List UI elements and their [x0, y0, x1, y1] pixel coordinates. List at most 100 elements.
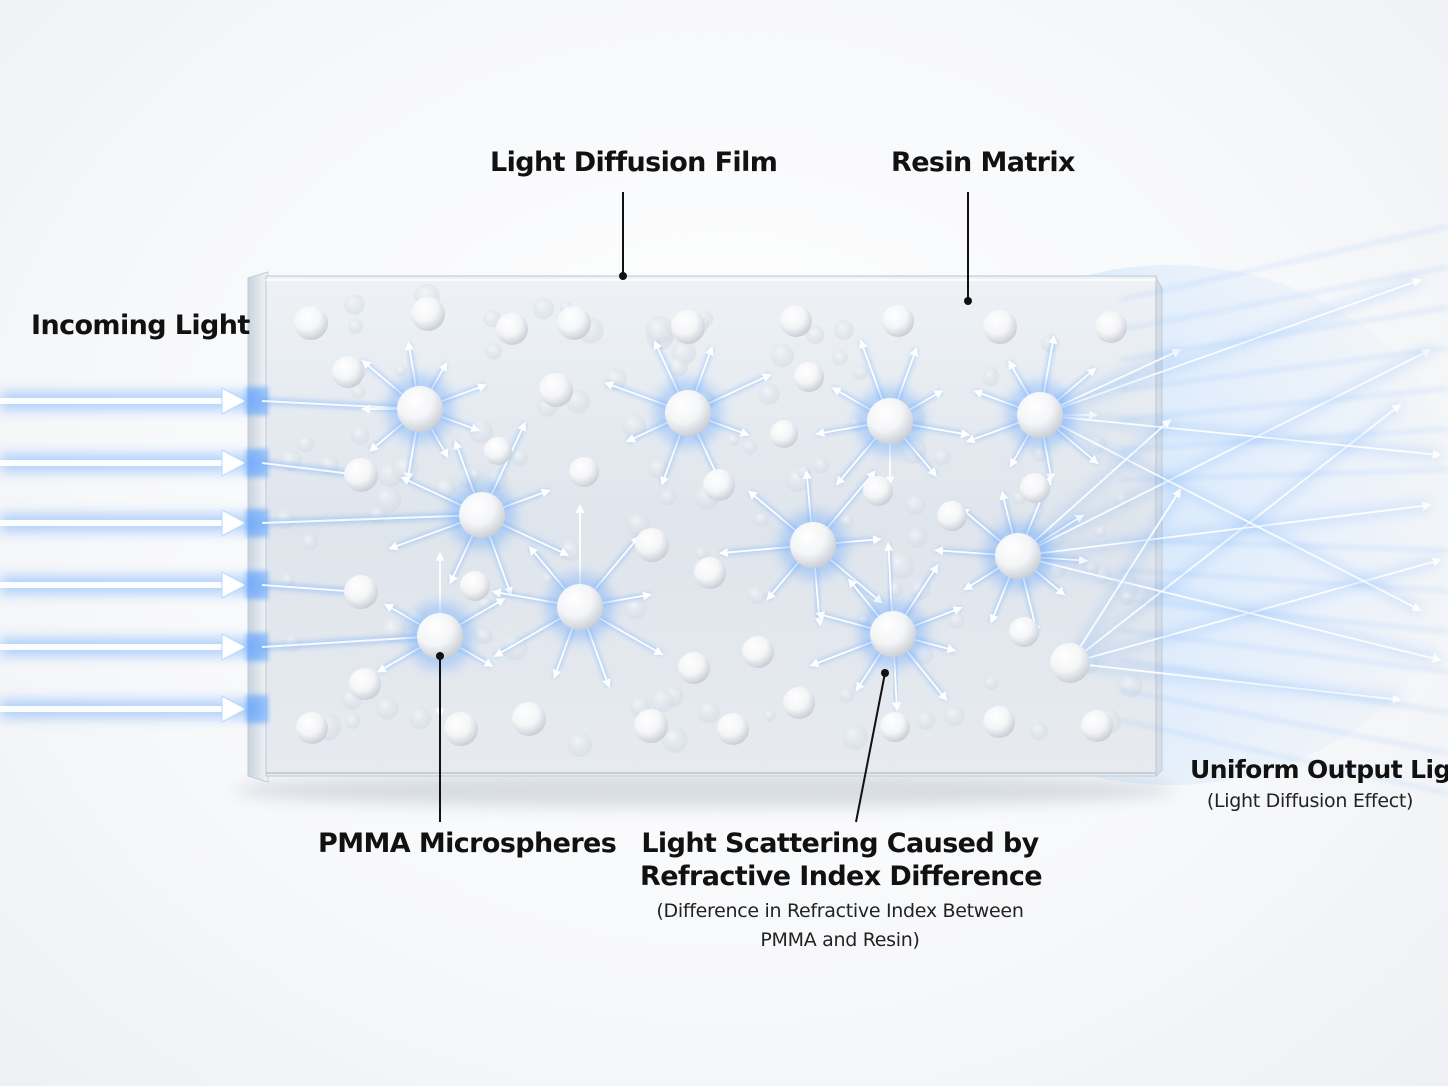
output-haze-ray [1119, 306, 1448, 362]
pmma-microsphere [937, 501, 967, 531]
output-ray [1039, 414, 1442, 459]
output-haze-ray [1119, 427, 1448, 452]
background-microsphere [886, 551, 915, 580]
background-microsphere [474, 626, 492, 644]
output-title: Uniform Output Light [1190, 755, 1448, 784]
background-microsphere [812, 457, 830, 474]
output-ray [1039, 278, 1422, 416]
output-note: (Light Diffusion Effect) [1206, 790, 1414, 812]
pmma-microsphere [742, 636, 774, 668]
beam-core [0, 398, 226, 404]
background-microsphere [344, 294, 365, 315]
background-microsphere [841, 723, 868, 750]
scattering-note-line2: PMMA and Resin) [760, 929, 920, 951]
output-haze-ray [1119, 346, 1448, 392]
output-haze-ray [1119, 468, 1448, 482]
pmma-microsphere [770, 420, 798, 448]
background-microsphere [661, 726, 688, 753]
output-haze-ray [1119, 598, 1448, 633]
background-microsphere [916, 710, 936, 730]
pmma-microsphere [780, 305, 812, 337]
beam-arrowhead [221, 509, 248, 537]
background-microsphere [468, 468, 481, 481]
internal-ray [261, 514, 483, 524]
background-microsphere [758, 383, 780, 405]
beam-arrowhead [221, 387, 248, 415]
beam-core [0, 520, 226, 526]
pmma-microsphere [294, 306, 328, 340]
pmma-microsphere [344, 575, 378, 609]
background-microsphere [983, 675, 999, 691]
pmma-microsphere [635, 528, 669, 562]
beam-entry-glow [246, 695, 268, 723]
pmma-microsphere [332, 356, 364, 388]
background-microsphere [1119, 590, 1135, 606]
scatter-center-microsphere [790, 522, 836, 568]
background-microsphere [832, 349, 848, 366]
background-microsphere [833, 320, 854, 341]
background-microsphere [668, 357, 689, 377]
background-microsphere [347, 318, 363, 334]
pmma-microspheres [294, 297, 1127, 746]
background-microsphere [375, 697, 399, 720]
scatter-center-microsphere [397, 386, 443, 432]
pmma-microsphere [512, 702, 546, 736]
beam-core [0, 460, 226, 466]
pmma-microsphere [694, 557, 726, 589]
pmma-microspheres-label: PMMA Microspheres [318, 828, 617, 859]
output-haze-ray [1119, 265, 1448, 332]
scattering-note-line1: (Difference in Refractive Index Between [656, 900, 1024, 922]
background-microsphere [933, 447, 951, 466]
pmma-microsphere [671, 310, 705, 344]
pmma-microsphere [983, 310, 1017, 344]
background-microsphere [904, 494, 926, 516]
scatter-center-microsphere [459, 492, 505, 538]
background-microsphere [626, 512, 650, 536]
background-microsphere [660, 488, 677, 506]
scatter-center-microsphere [870, 611, 916, 657]
pmma-microsphere [1009, 617, 1039, 647]
pmma-microsphere [717, 713, 749, 745]
background-microsphere [621, 413, 647, 439]
scatter-center-microsphere [417, 613, 463, 659]
output-haze-ray [1119, 225, 1448, 302]
background-microsphere [483, 309, 501, 328]
background-microsphere [1094, 525, 1107, 538]
scattering-title-line1: Light Scattering Caused by [641, 828, 1039, 859]
output-ray [1017, 349, 1432, 557]
background-microsphere [624, 597, 647, 620]
scatter-leader [855, 672, 886, 823]
scatter-leader-dot [881, 669, 889, 677]
beam-arrowhead [221, 449, 248, 477]
background-microsphere [742, 439, 758, 455]
background-microsphere [484, 342, 503, 360]
background-microsphere [296, 435, 315, 453]
scatter-center-microsphere [867, 398, 913, 444]
background-microsphere [350, 425, 370, 445]
scatter-center-microsphere [557, 584, 603, 630]
pmma-microsphere [411, 297, 445, 331]
pmma-microsphere [569, 457, 599, 487]
beam-entry-glow [246, 449, 268, 477]
beam-entry-glow [246, 633, 268, 661]
background-microsphere [763, 709, 776, 722]
pmma-microsphere [557, 306, 591, 340]
background-microsphere [697, 700, 721, 724]
background-microsphere [532, 297, 555, 320]
background-microsphere [344, 713, 361, 729]
pmma-microsphere [1050, 643, 1090, 683]
scattering-label: Light Scattering Caused by Refractive In… [640, 828, 1043, 951]
beam-core [0, 582, 226, 588]
background-microsphere [943, 705, 965, 727]
pmma-microsphere [1081, 710, 1113, 742]
beam-entry-glow [246, 387, 268, 415]
pmma-microsphere [344, 458, 378, 492]
pmma-microsphere [882, 305, 914, 337]
background-microsphere [468, 418, 494, 444]
output-ray [1069, 662, 1402, 704]
resin-leader-dot [964, 297, 972, 305]
background-microsphere [906, 527, 927, 548]
pmma-microsphere [863, 476, 893, 506]
pmma-microsphere [444, 712, 478, 746]
beam-arrowhead [221, 633, 248, 661]
